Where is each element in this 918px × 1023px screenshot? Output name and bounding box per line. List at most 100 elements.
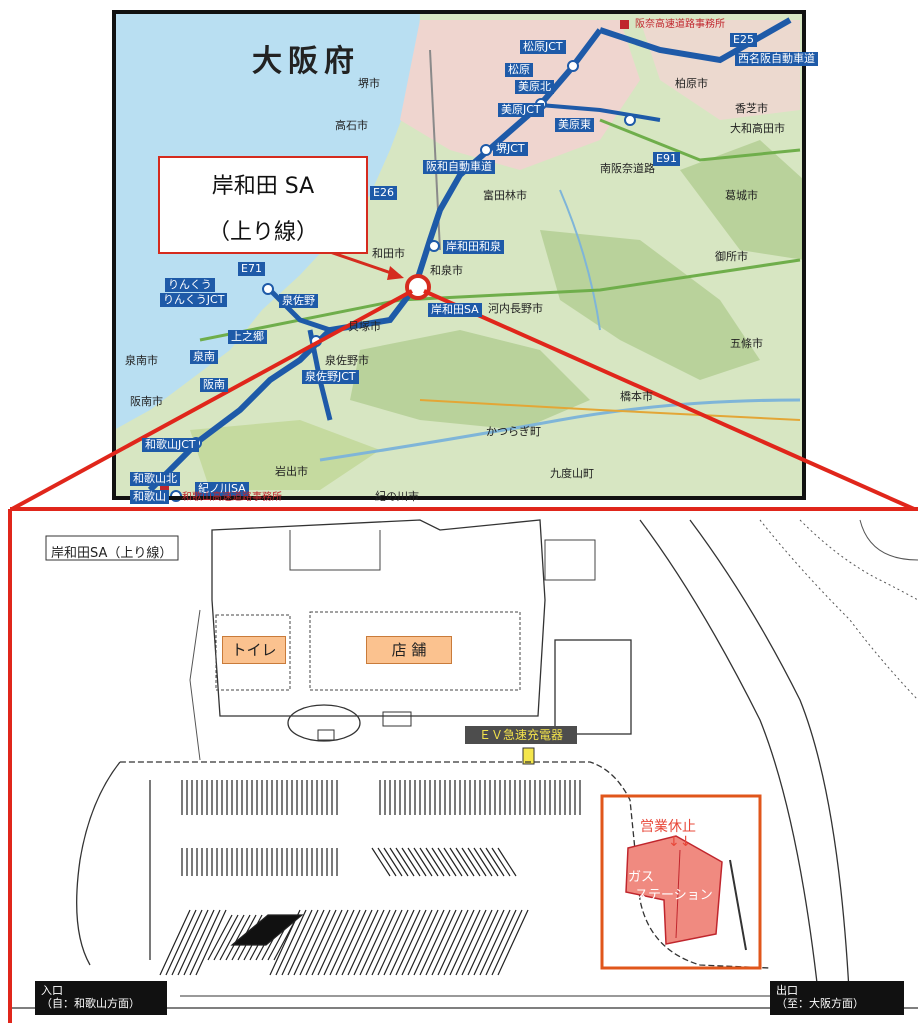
plan-title: 岸和田SA（上り線） xyxy=(51,546,173,561)
closed-label: 営業休止 xyxy=(640,819,696,835)
place-label-minamikawachi: 南阪奈道路 xyxy=(600,162,655,175)
parking-stall-line xyxy=(323,909,355,976)
road-label-hannan-ic: 阪南 xyxy=(200,378,228,392)
parking-stall-line xyxy=(347,909,379,976)
road-label-hanwa: 阪和自動車道 xyxy=(423,160,495,174)
parking-stall-line xyxy=(431,909,463,976)
road-label-e71: E71 xyxy=(238,262,265,276)
parking-stall-line xyxy=(341,909,373,976)
parking-stall-line xyxy=(443,909,475,976)
road-label-nishimeihan: 西名阪自動車道 xyxy=(735,52,818,66)
road-label-mihara-jct: 美原JCT xyxy=(498,103,544,117)
parking-stall-line xyxy=(461,847,481,877)
road-label-sakai-jct: 堺JCT xyxy=(493,142,528,156)
road-label-kinokawa-sa: 紀ノ川SA xyxy=(195,482,249,496)
map-panel xyxy=(112,10,806,502)
place-label-sennan: 泉南市 xyxy=(125,354,158,367)
parking-stall-line xyxy=(359,909,391,976)
parking-stall-line xyxy=(497,847,517,877)
place-label-kudoyama: 九度山町 xyxy=(550,467,594,480)
road-label-e91: E91 xyxy=(653,152,680,166)
parking-stall-line xyxy=(461,909,493,976)
place-label-izumisano: 泉佐野市 xyxy=(325,354,369,367)
road-label-e26: E26 xyxy=(370,186,397,200)
entry-label: 入口 xyxy=(41,984,63,997)
exit-label: 出口 xyxy=(776,984,798,997)
parking-stall-line xyxy=(479,909,511,976)
road-label-rinku: りんくう xyxy=(165,278,215,292)
parking-stall-line xyxy=(473,909,505,976)
place-label-gose: 御所市 xyxy=(715,250,748,263)
place-label-sakai: 堺市 xyxy=(358,77,380,90)
parking-stall-line xyxy=(171,909,203,976)
place-label-izumi: 和泉市 xyxy=(430,264,463,277)
road-label-izumisano-ic: 泉佐野 xyxy=(279,294,318,308)
parking-stall-line xyxy=(443,847,463,877)
road-label-wakayama-kita: 和歌山北 xyxy=(130,472,180,486)
toilet-label: トイレ xyxy=(222,636,286,664)
parking-stall-line xyxy=(395,909,427,976)
parking-stall-line xyxy=(419,909,451,976)
parking-stall-line xyxy=(335,909,367,976)
exit-direction: （至：大阪方面） xyxy=(776,997,864,1010)
exit-sign: 出口 （至：大阪方面） xyxy=(770,981,904,1015)
parking-stall-line xyxy=(455,909,487,976)
parking-stall-line xyxy=(473,847,493,877)
parking-stall-line xyxy=(377,909,409,976)
parking-stall-line xyxy=(177,909,209,976)
parking-stall-line xyxy=(275,909,307,976)
parking-stall-line xyxy=(497,909,529,976)
parking-stall-line xyxy=(449,909,481,976)
parking-stall-line xyxy=(407,847,427,877)
parking-stall-line xyxy=(365,909,397,976)
parking-stall-line xyxy=(389,909,421,976)
parking-stall-line xyxy=(401,847,421,877)
parking-stall-line xyxy=(467,847,487,877)
road-label-kishiwada-sa: 岸和田SA xyxy=(428,303,482,317)
road-label-kaminogo: 上之郷 xyxy=(228,330,267,344)
place-label-hashimoto: 橋本市 xyxy=(620,390,653,403)
shop-label: 店 舗 xyxy=(366,636,452,664)
office-label-hanshin-office: 阪奈高速道路事務所 xyxy=(635,19,725,30)
parking-stall-line xyxy=(467,909,499,976)
place-label-katsuragicho: かつらぎ町 xyxy=(486,425,541,438)
office-label-wakayama-office: 和歌山高速道路事務所 xyxy=(182,492,282,503)
place-label-kainan: 貝塚市 xyxy=(348,320,381,333)
place-label-kinokawa: 紀の川市 xyxy=(375,490,419,503)
parking-stall-line xyxy=(431,847,451,877)
place-label-kashiba: 香芝市 xyxy=(735,102,768,115)
parking-stall-line xyxy=(491,909,523,976)
parking-stall-line xyxy=(219,914,245,961)
parking-stall-line xyxy=(281,909,313,976)
parking-stall-line xyxy=(383,847,403,877)
parking-stall-line xyxy=(329,909,361,976)
place-label-kashiwara: 柏原市 xyxy=(675,77,708,90)
place-label-hannan: 阪南市 xyxy=(130,395,163,408)
road-label-mihara-kita: 美原北 xyxy=(515,80,554,94)
gas-station-label-line2: ステーション xyxy=(635,888,713,903)
road-label-matsubara-jct: 松原JCT xyxy=(520,40,566,54)
site-plan-panel xyxy=(8,507,918,1023)
closed-arrows: ↓↓ xyxy=(668,834,692,850)
parking-stall-line xyxy=(183,909,215,976)
parking-block-filled xyxy=(230,914,304,946)
parking-stall-line xyxy=(287,909,319,976)
road-label-izumisano-jct: 泉佐野JCT xyxy=(302,370,359,384)
parking-stall-line xyxy=(389,847,409,877)
parking-stall-line xyxy=(479,847,499,877)
parking-stall-line xyxy=(207,914,233,961)
road-label-e25: E25 xyxy=(730,33,757,47)
entry-sign: 入口 （自：和歌山方面） xyxy=(35,981,167,1015)
parking-stall-line xyxy=(377,847,397,877)
parking-stall-line xyxy=(413,909,445,976)
parking-stall-line xyxy=(383,909,415,976)
parking-stall-line xyxy=(293,909,325,976)
prefecture-label: 大阪府 xyxy=(252,44,360,79)
road-label-wakayama-jct: 和歌山JCT xyxy=(142,438,199,452)
road-label-sennan-ic: 泉南 xyxy=(190,350,218,364)
parking-stall-line xyxy=(159,909,191,976)
place-label-iwade: 岩出市 xyxy=(275,465,308,478)
parking-stall-line xyxy=(299,909,331,976)
road-label-matsubara: 松原 xyxy=(505,63,533,77)
gas-station-zone xyxy=(600,794,762,970)
